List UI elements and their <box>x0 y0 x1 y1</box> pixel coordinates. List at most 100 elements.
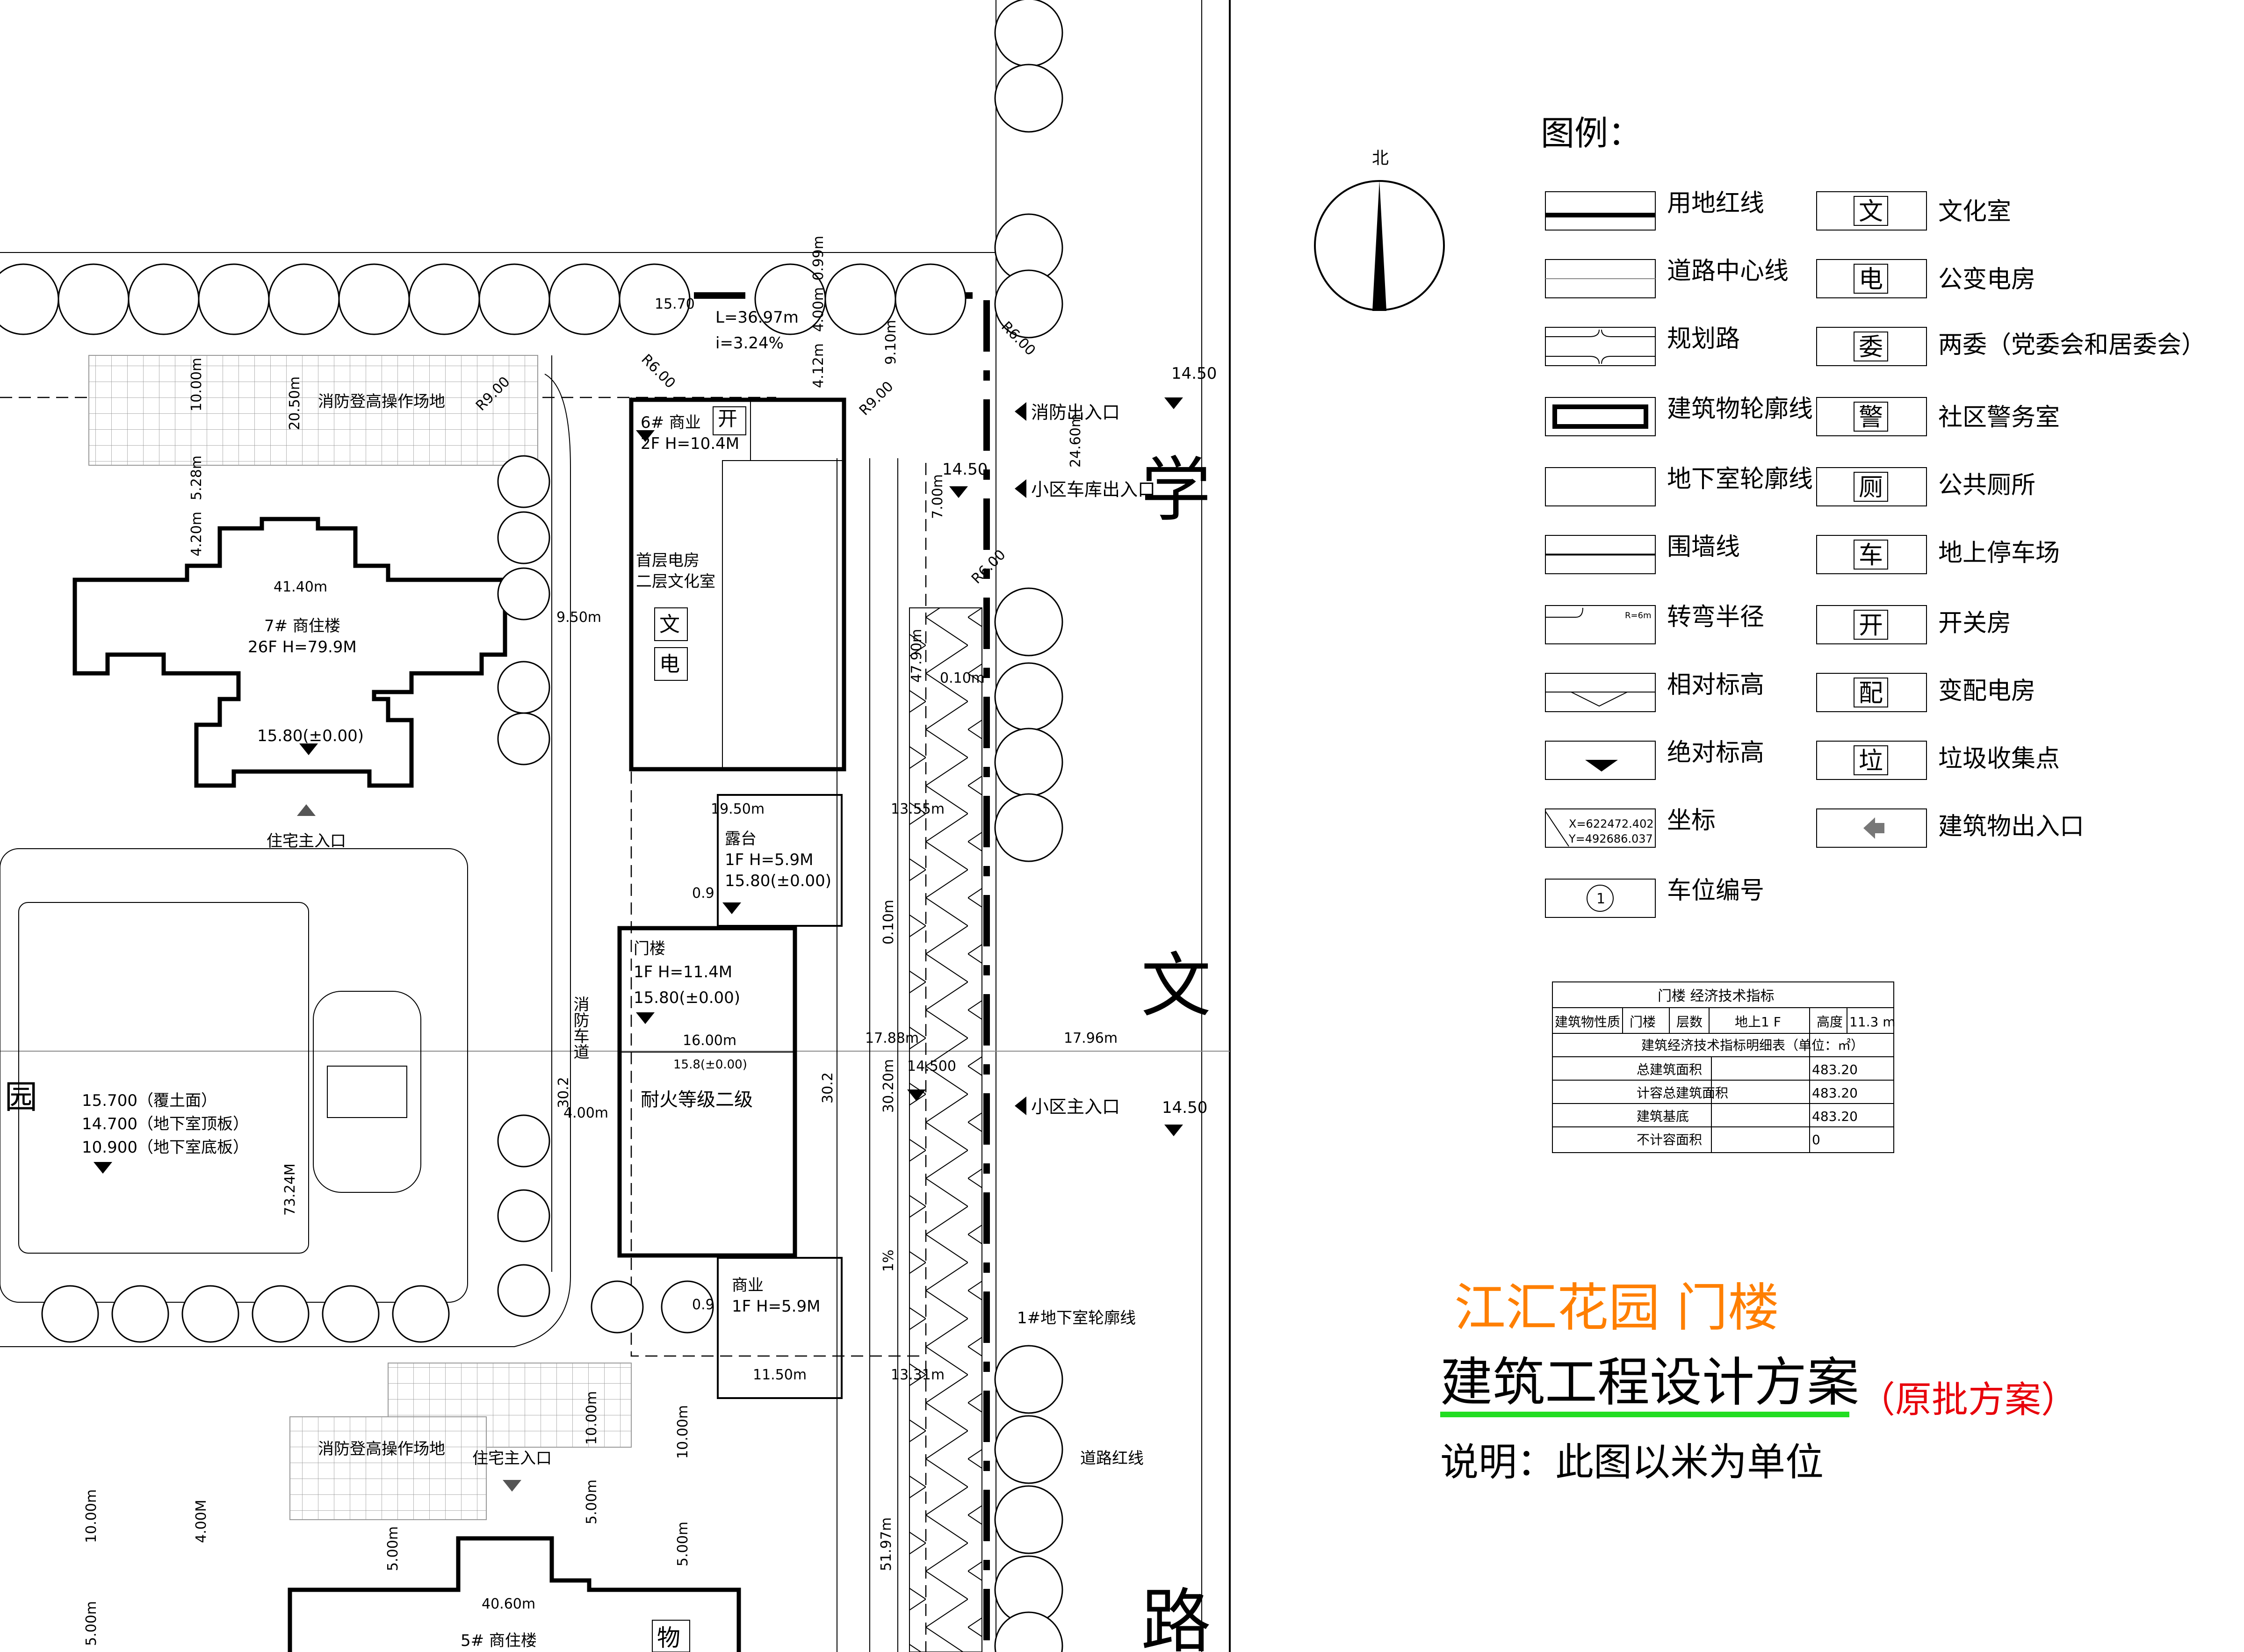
dian-symbol: 电 <box>659 652 680 676</box>
legend-item: 相对标高 <box>1667 671 1764 699</box>
table-title: 门楼 经济技术指标 <box>1658 988 1775 1004</box>
table-cell: 建筑物性质 <box>1555 1014 1620 1030</box>
gate-building-outline <box>617 926 797 1258</box>
road-char-wen: 文 <box>1141 945 1211 1027</box>
garden-inner <box>18 902 309 1254</box>
residential-entrance-label: 住宅主入口 <box>267 832 346 851</box>
dim-label: 73.24M <box>282 1163 298 1216</box>
table-row-label: 计容总建筑面积 <box>1637 1085 1728 1101</box>
dim-label: 5.00m <box>385 1526 401 1571</box>
fire-lane-label: 消防车道 <box>570 996 589 1060</box>
garden-char: 园 <box>5 1078 37 1116</box>
site-plan: 学 文 路 15.70 L=36.97m i=3.24% 14.50 14.50… <box>0 0 1231 1652</box>
legend-item: 绝对标高 <box>1667 739 1764 767</box>
dim-label: 51.97m <box>878 1517 895 1571</box>
legend-item: 转弯半径 <box>1667 603 1764 631</box>
table-cell: 门楼 <box>1630 1014 1656 1030</box>
dim-label: 10.00m <box>584 1391 600 1445</box>
north-label: 北 <box>1372 149 1389 168</box>
fire-area-label: 消防登高操作场地 <box>318 392 445 411</box>
dim-label: 10.00m <box>188 358 205 411</box>
gate-elev: 15.80(±0.00) <box>634 988 740 1007</box>
basement-line-label: 1#地下室轮廓线 <box>1017 1309 1136 1327</box>
legend-item: 道路中心线 <box>1667 257 1789 285</box>
dim-label: 17.88m <box>865 1030 919 1046</box>
dim-label: 13.55m <box>891 801 945 817</box>
dim-label: 30.20m <box>880 1059 897 1113</box>
pavilion-inner <box>327 1066 407 1118</box>
legend-symbol-char: 警 <box>1859 404 1883 432</box>
legend-parking-number: 1 <box>1596 891 1605 907</box>
legend-item: 社区警务室 <box>1938 404 2060 432</box>
radius-label: R6.00 <box>968 547 1009 587</box>
dim-label: 11.50m <box>753 1367 807 1383</box>
street-trees-top <box>0 263 967 335</box>
gate-width: 16.00m <box>683 1032 736 1049</box>
dim-label: 9.50m <box>556 609 601 626</box>
unit-note: 说明：此图以米为单位 <box>1440 1440 1824 1485</box>
legend-symbol-char: 开 <box>1859 612 1883 640</box>
dim-label: 9.10m <box>883 320 899 365</box>
terrace-spec: 1F H=5.9M <box>725 851 813 869</box>
legend-right-boxes <box>1816 191 1927 848</box>
dim-label: 24.60m <box>1068 414 1084 468</box>
legend-symbol-basement-outline <box>1545 467 1656 506</box>
legend-item: 建筑物轮廓线 <box>1667 395 1813 423</box>
fire-lane-curve <box>0 374 571 1347</box>
elevation-label: 14.50 <box>942 460 988 479</box>
dim-label: 0.99m <box>810 236 827 281</box>
legend-item: 开关房 <box>1938 609 2011 637</box>
legend-item: 公共厕所 <box>1938 471 2035 499</box>
parking-strip <box>909 607 982 1652</box>
building-7-name: 7# 商住楼 <box>264 617 340 635</box>
title-block: 江汇花园 门楼 建筑工程设计方案 （原批方案） 说明：此图以米为单位 <box>1440 1278 2078 1485</box>
dim-label: 4.00m <box>563 1105 608 1121</box>
dim-label: 7.00m <box>930 474 946 519</box>
table-cell: 地上1 F <box>1735 1014 1781 1030</box>
legend-radius-sample: R=6m <box>1625 611 1652 620</box>
legend-coord-x: X=622472.402 <box>1569 817 1654 830</box>
gate-fire-rating: 耐火等级二级 <box>641 1089 753 1111</box>
dim-label: 20.50m <box>287 376 303 430</box>
legend-item: 变配电房 <box>1938 677 2035 705</box>
legend-item: 车位编号 <box>1667 877 1764 905</box>
radius-labels: R6.00 R6.00 R6.00 R9.00 R9.00 <box>473 318 1039 587</box>
building-5-outline <box>288 1536 741 1652</box>
room-label-electric: 首层电房 <box>636 551 700 570</box>
legend-item: 公变电房 <box>1938 266 2035 294</box>
dim-label: 10.00m <box>675 1405 691 1459</box>
kai-symbol-box <box>713 406 746 435</box>
legend-symbol-char: 电 <box>1859 266 1883 294</box>
building-7-width: 41.40m <box>274 579 327 595</box>
main-entrance-label: 小区主入口 <box>1031 1097 1120 1117</box>
fire-entrance-label: 消防出入口 <box>1031 402 1120 423</box>
legend-symbol-radius <box>1545 605 1656 644</box>
dim-label: 5.00m <box>675 1522 691 1566</box>
fire-operation-area-north <box>88 355 538 466</box>
wu-symbol: 物 <box>657 1624 680 1652</box>
gate-spec: 1F H=11.4M <box>634 963 732 981</box>
legend-item: 两委（党委会和居委会） <box>1938 331 2206 359</box>
building-6-name: 6# 商业 <box>641 413 701 432</box>
table-row-value: 483.20 <box>1812 1085 1858 1101</box>
gate-name: 门楼 <box>634 939 665 958</box>
radius-label: R9.00 <box>856 378 897 419</box>
legend-item: 规划路 <box>1667 325 1740 353</box>
garden-outline <box>0 848 468 1303</box>
kai-symbol: 开 <box>718 407 737 430</box>
table-row-label: 总建筑面积 <box>1637 1062 1702 1077</box>
garden-trees <box>41 455 714 1343</box>
legend-symbol-planned-road <box>1545 327 1656 366</box>
legend-symbol-building-outline <box>1545 397 1656 436</box>
dim-label: 10.00m <box>83 1489 100 1543</box>
dim-label: 0.9 <box>692 885 714 902</box>
slope-length-label: L=36.97m <box>715 308 799 327</box>
dimension-labels-vertical: 10.00m 20.50m 5.28m 4.20m 47.90m 24.60m … <box>83 236 1084 1646</box>
dim-label: 5.00m <box>584 1479 600 1524</box>
legend-item: 文化室 <box>1938 198 2011 226</box>
road-char-xue: 学 <box>1141 450 1211 531</box>
elevation-label: 14.50 <box>1171 364 1217 383</box>
gate-elev2: 15.8(±0.00) <box>673 1058 747 1072</box>
residential-entrance-label-south: 住宅主入口 <box>472 1449 552 1468</box>
